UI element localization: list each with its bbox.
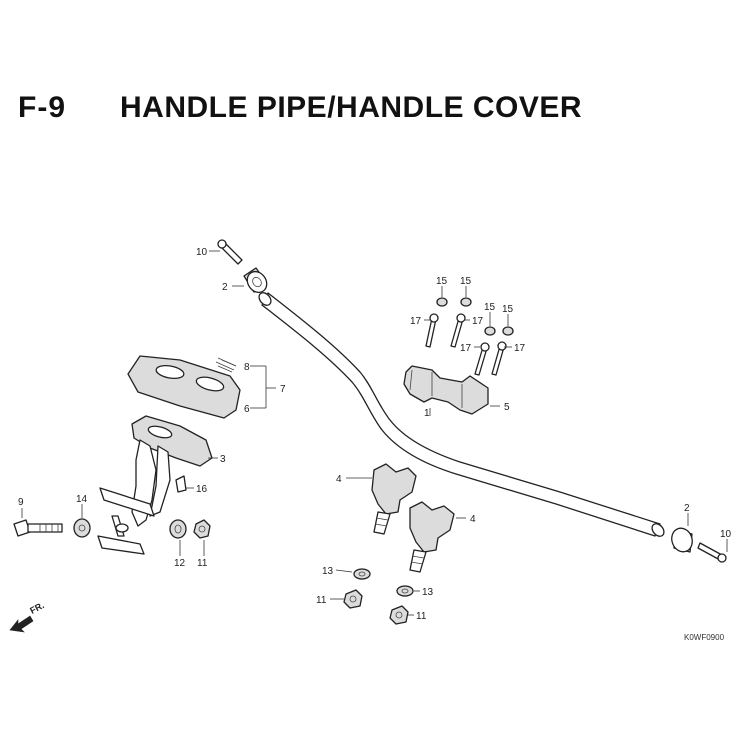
mounting-bolt	[13, 519, 63, 537]
nut-11-left	[193, 519, 211, 539]
callout-13-right: 13	[422, 587, 434, 598]
front-label: FR.	[28, 600, 45, 616]
handle-pipe	[258, 292, 665, 537]
upper-handle-holder	[403, 365, 489, 415]
callout-15-c: 15	[484, 302, 496, 313]
diagram-reference-code: K0WF0900	[684, 633, 725, 642]
figure-title: HANDLE PIPE/HANDLE COVER	[120, 91, 583, 124]
holder-washers	[436, 297, 514, 336]
callout-labels: 1 2 2 3 4 4 5 6 7 8 9 10 10 11 11 11 12 …	[18, 247, 732, 622]
callout-9: 9	[18, 497, 24, 508]
grommet-8	[215, 357, 237, 371]
holder-bolts	[425, 313, 507, 376]
callout-1: 1	[424, 408, 430, 419]
callout-11-mid: 11	[316, 595, 327, 606]
callout-17-a: 17	[410, 316, 422, 327]
callout-11-left: 11	[197, 558, 208, 569]
callout-11-right: 11	[416, 611, 427, 622]
callout-4-left: 4	[336, 474, 342, 485]
callout-15-b: 15	[460, 276, 472, 287]
callout-3: 3	[220, 454, 226, 465]
callout-15-a: 15	[436, 276, 448, 287]
bar-end-weight-right	[671, 527, 693, 553]
callout-10-right: 10	[720, 529, 732, 540]
bar-end-bolt-right	[697, 542, 727, 563]
handle-cover	[127, 355, 241, 419]
callout-2-right: 2	[684, 503, 690, 514]
callout-13-left: 13	[322, 566, 334, 577]
callout-8: 8	[244, 362, 250, 373]
callout-5: 5	[504, 402, 510, 413]
callout-17-d: 17	[514, 343, 526, 354]
callout-10-left: 10	[196, 247, 208, 258]
front-direction-indicator: FR.	[9, 600, 46, 633]
figure-code: F-9	[18, 91, 66, 124]
callout-17-c: 17	[460, 343, 472, 354]
bar-end-weight-left	[243, 267, 268, 294]
holder-washers-lower	[353, 568, 414, 597]
stay-bracket	[97, 439, 171, 555]
callout-14: 14	[76, 494, 88, 505]
callout-4-right: 4	[470, 514, 476, 525]
holder-nuts	[343, 589, 409, 625]
callout-6: 6	[244, 404, 250, 415]
lower-handle-holder-left	[371, 463, 417, 535]
clip-16	[175, 475, 187, 493]
callout-2-left: 2	[222, 282, 228, 293]
front-arrow-icon	[9, 615, 34, 633]
washer-14	[73, 518, 91, 538]
bar-end-bolt-left	[217, 239, 243, 265]
callout-12: 12	[174, 558, 186, 569]
callout-7: 7	[280, 384, 286, 395]
lower-handle-holder-right	[409, 501, 455, 573]
figure-header: F-9 HANDLE PIPE/HANDLE COVER	[18, 84, 582, 132]
callout-17-b: 17	[472, 316, 484, 327]
leader-lines	[21, 250, 728, 616]
callout-16: 16	[196, 484, 208, 495]
collar-12	[169, 519, 187, 539]
callout-15-d: 15	[502, 304, 514, 315]
